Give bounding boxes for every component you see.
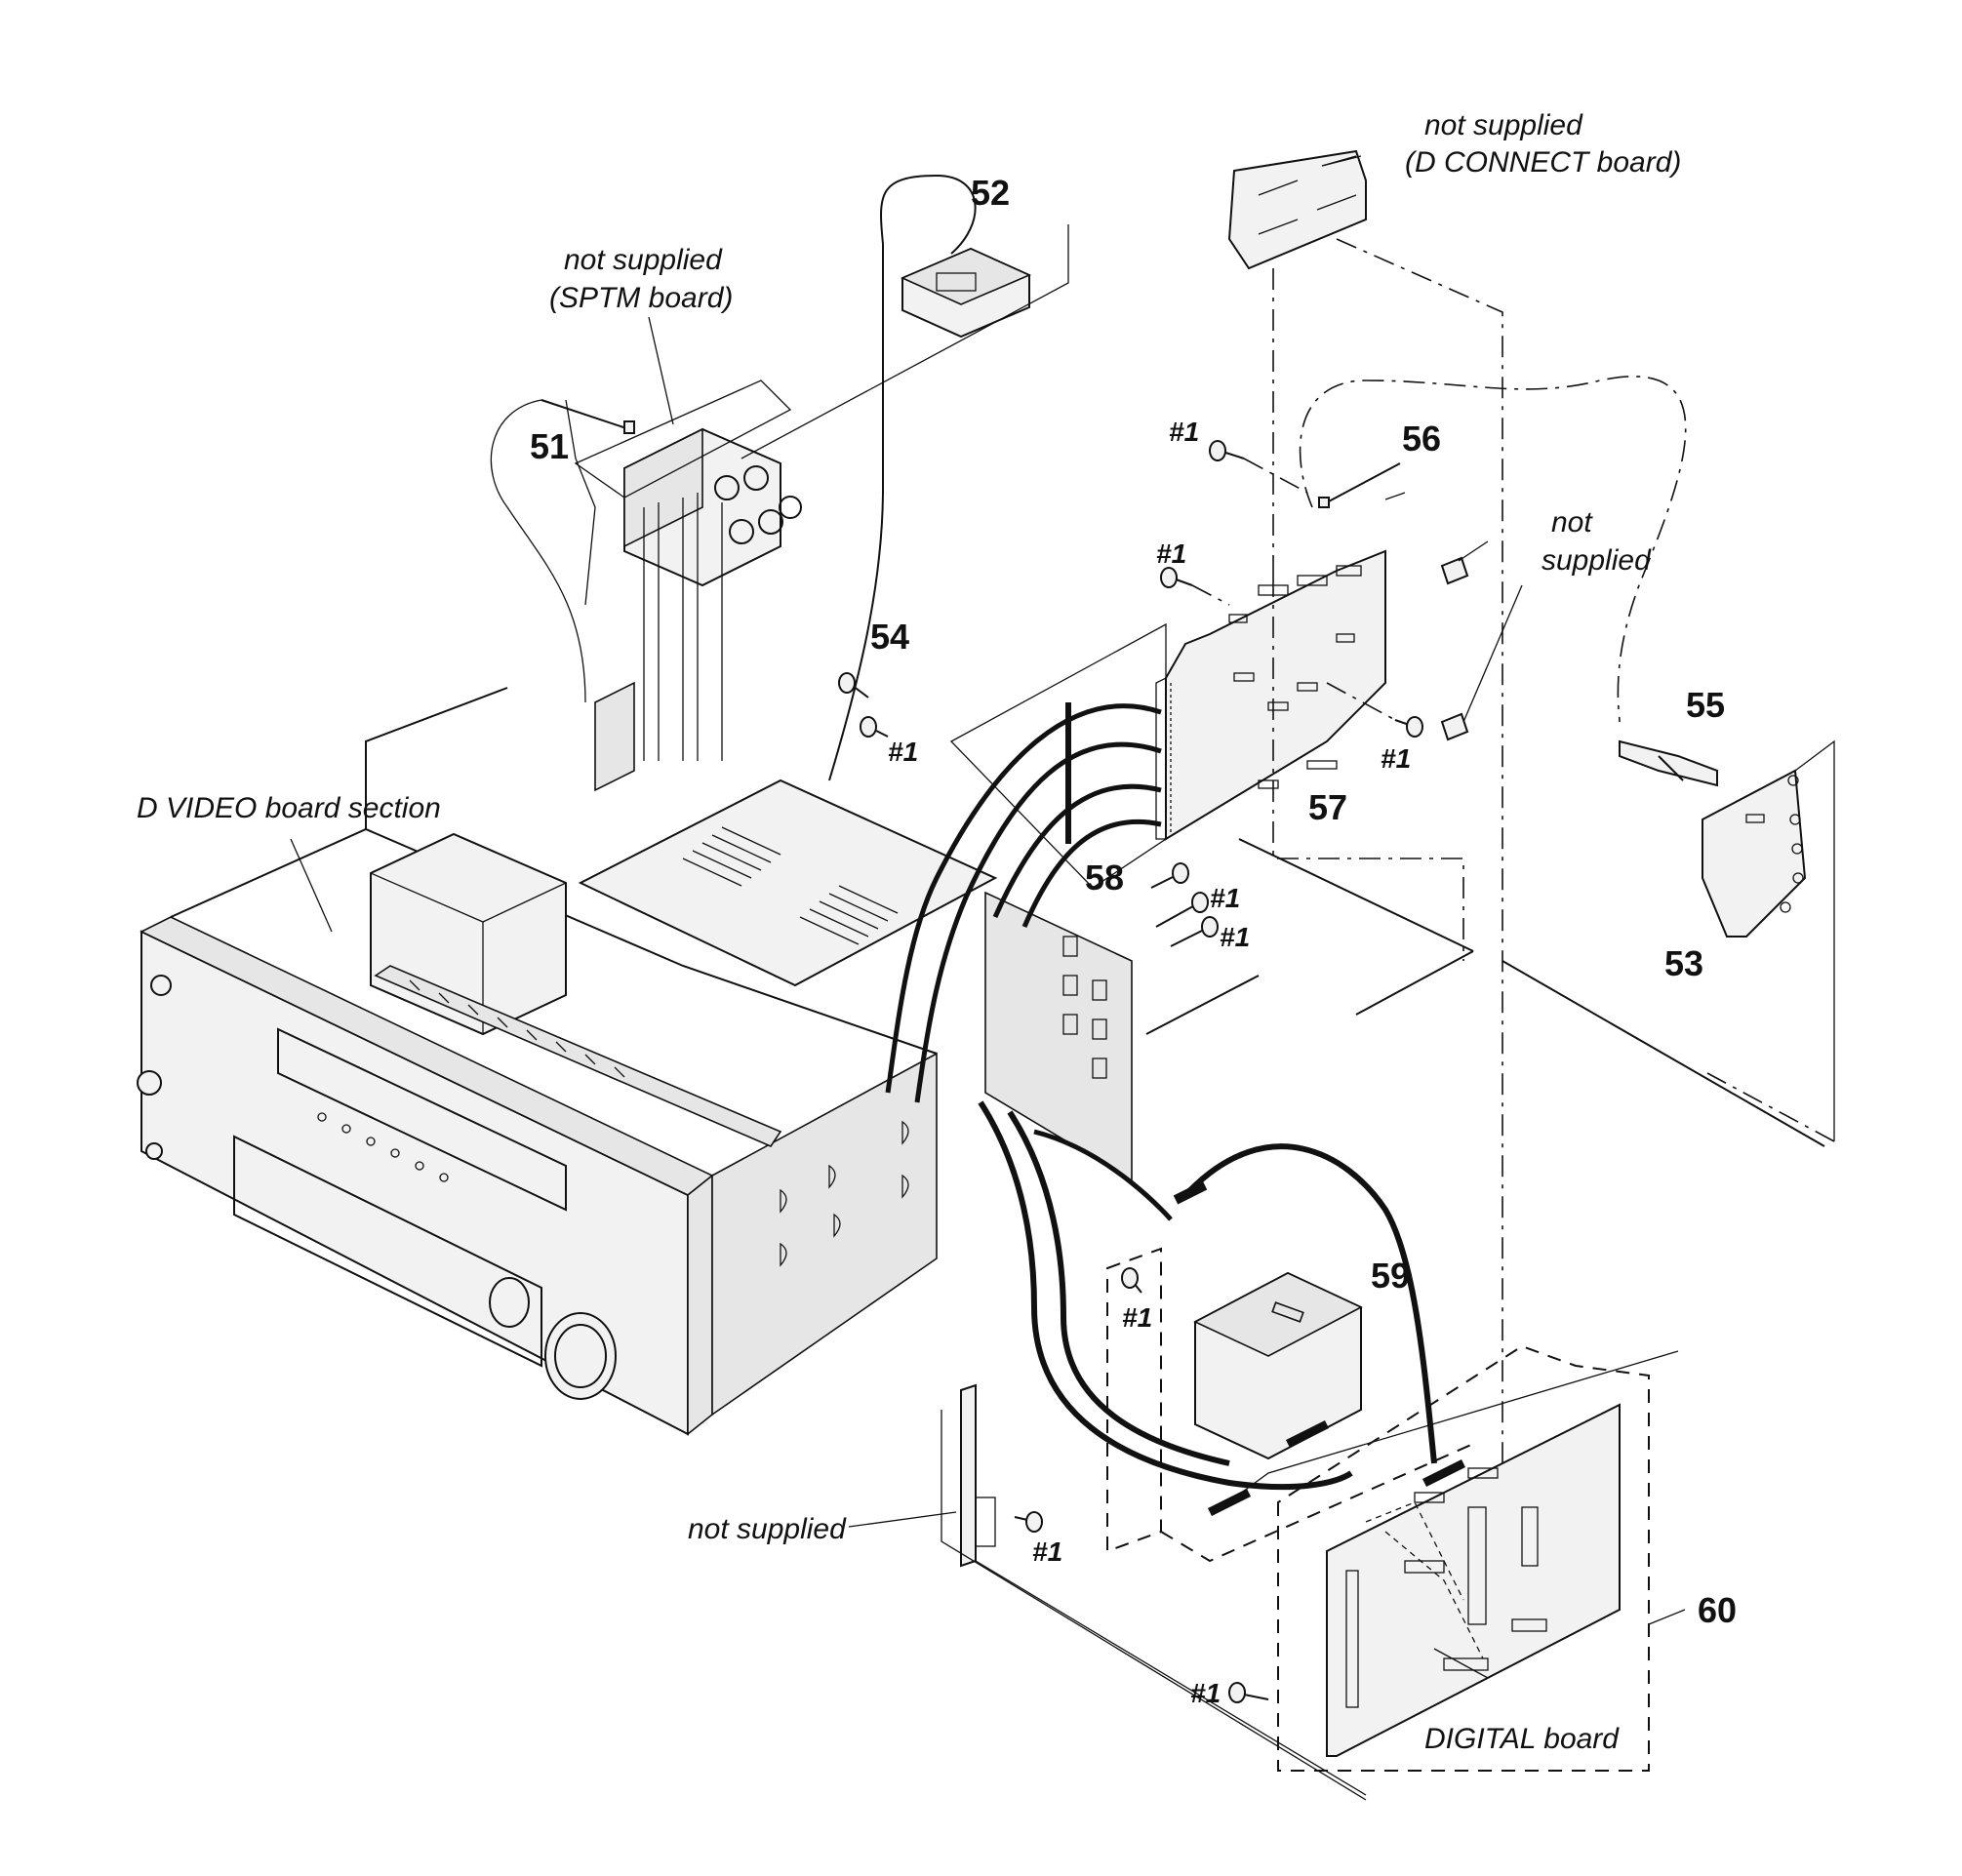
label-bracket-1: not bbox=[1551, 506, 1593, 539]
screw-ref-2: #1 bbox=[1156, 539, 1186, 569]
leader-lines bbox=[290, 155, 1686, 1679]
screw-1-57-left bbox=[1160, 567, 1230, 606]
label-dvideo: D VIDEO board section bbox=[137, 792, 441, 824]
screw-1-57-top bbox=[1209, 440, 1308, 494]
callout-60: 60 bbox=[1698, 1590, 1737, 1630]
chassis-side bbox=[711, 1052, 938, 1417]
screw-ref-9: #1 bbox=[1190, 1678, 1221, 1708]
screw-ref-5: #1 bbox=[1210, 883, 1240, 913]
label-digital-board: DIGITAL board bbox=[1424, 1723, 1620, 1755]
power-button bbox=[150, 975, 172, 996]
label-lower-not-supplied: not supplied bbox=[688, 1513, 847, 1545]
screw-ref-6: #1 bbox=[1220, 922, 1250, 952]
part-53-board bbox=[1702, 739, 1835, 1142]
callout-53: 53 bbox=[1664, 943, 1703, 983]
screw-ref-4: #1 bbox=[888, 737, 918, 767]
callout-55: 55 bbox=[1686, 685, 1725, 725]
callout-56: 56 bbox=[1402, 419, 1441, 459]
display-window bbox=[277, 1027, 567, 1212]
label-sptm-1: not supplied bbox=[564, 244, 723, 276]
screw-1-digital bbox=[1228, 1682, 1269, 1703]
sptm-board bbox=[594, 427, 802, 792]
part-57-board bbox=[1155, 549, 1386, 841]
dashed-box-59-left bbox=[1106, 1247, 1162, 1553]
part-51-cable-tie bbox=[490, 399, 635, 703]
label-sptm-2: (SPTM board) bbox=[549, 282, 733, 314]
screw-ref-1: #1 bbox=[1169, 417, 1199, 447]
input-knob bbox=[489, 1277, 530, 1328]
sptm-projection bbox=[574, 379, 792, 499]
d-connect-board bbox=[1227, 149, 1503, 1502]
bracket-not-supplied bbox=[1440, 556, 1469, 741]
callout-54: 54 bbox=[870, 617, 909, 657]
dashed-box-60 bbox=[1277, 1344, 1650, 1772]
part-60-digital-board bbox=[1326, 1403, 1621, 1757]
screw-1-rear-b bbox=[1170, 916, 1219, 947]
screw-1-57-right bbox=[1326, 682, 1423, 738]
screw-ref-3: #1 bbox=[1381, 743, 1411, 774]
screw-ref-7: #1 bbox=[1122, 1302, 1152, 1333]
part-59-board bbox=[1193, 1271, 1363, 1460]
callout-52: 52 bbox=[971, 173, 1010, 213]
part-55-connector bbox=[1619, 739, 1718, 787]
receiver-chassis bbox=[137, 687, 1133, 1436]
front-panel-side bbox=[687, 1174, 713, 1436]
lower-bracket bbox=[941, 1383, 1367, 1801]
wire-to-55 bbox=[1299, 376, 1687, 723]
callout-58: 58 bbox=[1085, 858, 1124, 898]
part-52-module bbox=[741, 174, 1069, 781]
label-dconnect-2: (D CONNECT board) bbox=[1405, 146, 1681, 179]
digital-cables bbox=[978, 1100, 1466, 1517]
ribbon-cables bbox=[885, 702, 1162, 1103]
mic-jack bbox=[145, 1142, 163, 1160]
screw-1-a bbox=[860, 716, 889, 738]
part-56-cable-tie bbox=[1318, 462, 1401, 508]
amp-board bbox=[578, 778, 998, 987]
part-58-screw bbox=[1150, 862, 1189, 889]
screw-ref-8: #1 bbox=[1032, 1537, 1062, 1567]
headphone-jack bbox=[137, 1070, 162, 1096]
label-bracket-2: supplied bbox=[1542, 544, 1652, 577]
front-board-strip bbox=[374, 965, 782, 1147]
callout-57: 57 bbox=[1308, 787, 1347, 827]
lower-door bbox=[233, 1135, 542, 1368]
callout-51: 51 bbox=[530, 426, 569, 466]
label-dconnect-1: not supplied bbox=[1424, 109, 1583, 141]
part-54-screw bbox=[838, 672, 869, 699]
heat-sink-fins bbox=[682, 826, 899, 945]
screw-1-59 bbox=[1121, 1267, 1142, 1294]
callout-59: 59 bbox=[1371, 1256, 1410, 1296]
screw-1-rear-a bbox=[1155, 892, 1209, 928]
